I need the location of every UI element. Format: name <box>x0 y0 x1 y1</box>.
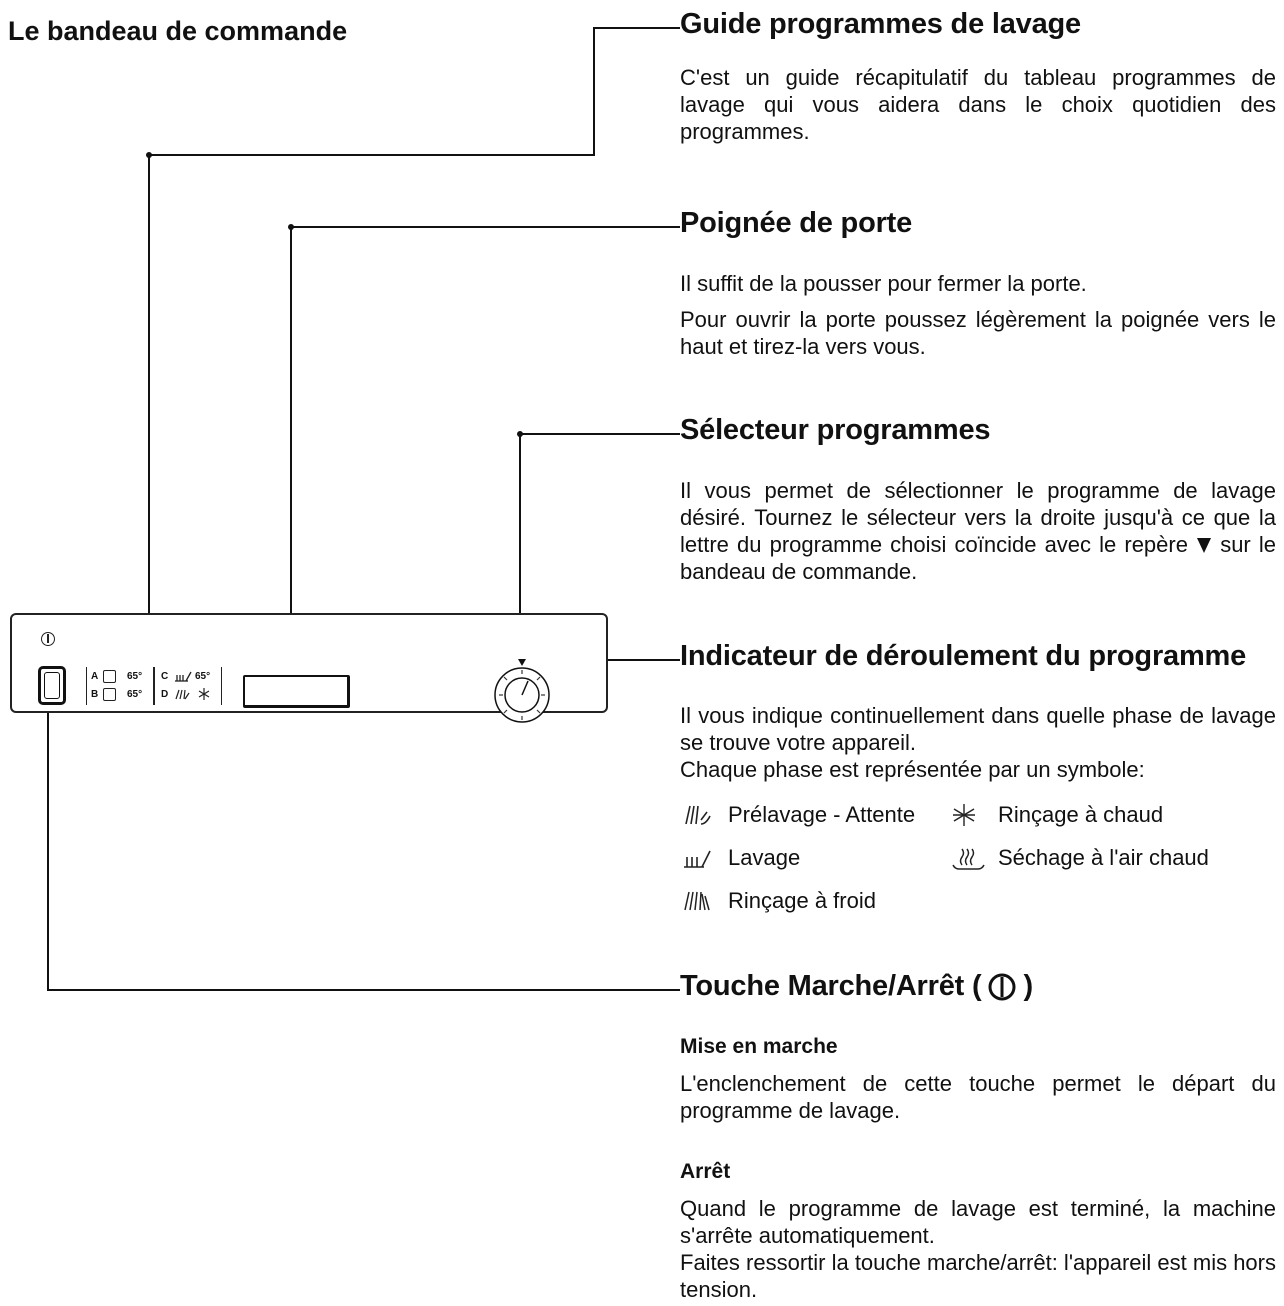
triangle-marker-icon <box>1197 538 1212 553</box>
control-panel: A 65° B 65° C 65° D <box>10 613 608 723</box>
pot-icon <box>103 688 116 701</box>
program-letter-a: A <box>91 671 99 682</box>
wash-icon <box>175 671 192 682</box>
program-temp-a: 65° <box>127 671 143 682</box>
section-title-guide: Guide programmes de lavage <box>680 8 1081 40</box>
program-guide: A 65° B 65° C 65° D <box>86 667 222 705</box>
subheading-start: Mise en marche <box>680 1035 838 1058</box>
prewash-icon <box>175 689 190 700</box>
glass-icon <box>103 670 116 683</box>
guide-description: C'est un guide récapitulatif du tableau … <box>680 65 1276 144</box>
section-title-handle: Poignée de porte <box>680 207 913 239</box>
handle-text-2: Pour ouvrir la porte poussez légèrement … <box>680 307 1276 359</box>
section-guide: Guide programmes de lavage <box>680 8 1276 41</box>
guide-leader-line <box>148 27 680 662</box>
power-start-text: L'enclenchement de cette touche permet l… <box>680 1071 1276 1123</box>
phase-label-prewash: Prélavage - Attente <box>728 802 916 827</box>
phase-legend: Prélavage - Attente Rinçage à chaud Lava… <box>680 795 1276 921</box>
hot-rinse-icon <box>198 688 210 700</box>
phase-label-hot-rinse: Rinçage à chaud <box>998 802 1164 827</box>
selector-text: Il vous permet de sélectionner le progra… <box>680 477 1276 585</box>
program-selector-dial[interactable] <box>482 655 562 735</box>
phase-label-hot-air-dry: Séchage à l'air chaud <box>998 845 1209 870</box>
subheading-stop: Arrêt <box>680 1160 731 1183</box>
phase-row-1: Prélavage - Attente Rinçage à chaud <box>680 795 1276 835</box>
selector-marker-icon <box>518 659 526 666</box>
phase-row-2: Lavage Séchage à l'air chaud <box>680 838 1276 878</box>
power-symbol-icon <box>41 632 55 646</box>
phase-label-wash: Lavage <box>728 845 801 870</box>
phase-label-cold-rinse: Rinçage à froid <box>728 888 876 913</box>
power-leader-line <box>47 690 680 991</box>
hot-air-dry-icon <box>950 845 998 871</box>
section-title-indicator: Indicateur de déroulement du programme <box>680 640 1247 672</box>
power-title-text: Touche Marche/Arrêt ( <box>680 970 982 1002</box>
indicator-text-1: Il vous indique continuellement dans que… <box>680 703 1276 755</box>
power-button[interactable] <box>38 666 66 705</box>
section-title-power: Touche Marche/Arrêt ( ) <box>680 970 1033 1003</box>
prewash-icon <box>680 802 728 828</box>
power-stop-text-2: Faites ressortir la touche marche/arrêt:… <box>680 1250 1276 1302</box>
selector-text-after: sur le bandeau de commande. <box>680 532 1276 584</box>
page-title: Le bandeau de commande <box>8 16 348 46</box>
power-symbol-icon <box>988 973 1016 1000</box>
power-stop-text-1: Quand le programme de lavage est terminé… <box>680 1196 1276 1248</box>
power-title-end: ) <box>1023 970 1033 1002</box>
wash-icon <box>680 845 728 871</box>
section-title-selector: Sélecteur programmes <box>680 414 991 446</box>
hot-rinse-icon <box>950 802 998 828</box>
program-temp-b: 65° <box>127 689 143 700</box>
program-letter-b: B <box>91 689 99 700</box>
door-handle[interactable] <box>243 675 350 708</box>
indicator-text-2: Chaque phase est représentée par un symb… <box>680 757 1145 782</box>
program-letter-d: D <box>161 689 169 700</box>
program-letter-c: C <box>161 671 169 682</box>
handle-text-1: Il suffit de la pousser pour fermer la p… <box>680 271 1087 296</box>
phase-row-3: Rinçage à froid <box>680 881 1276 921</box>
program-temp-c: 65° <box>195 671 211 682</box>
selector-text-before: Il vous permet de sélectionner le progra… <box>680 478 1276 557</box>
cold-rinse-icon <box>680 888 728 914</box>
